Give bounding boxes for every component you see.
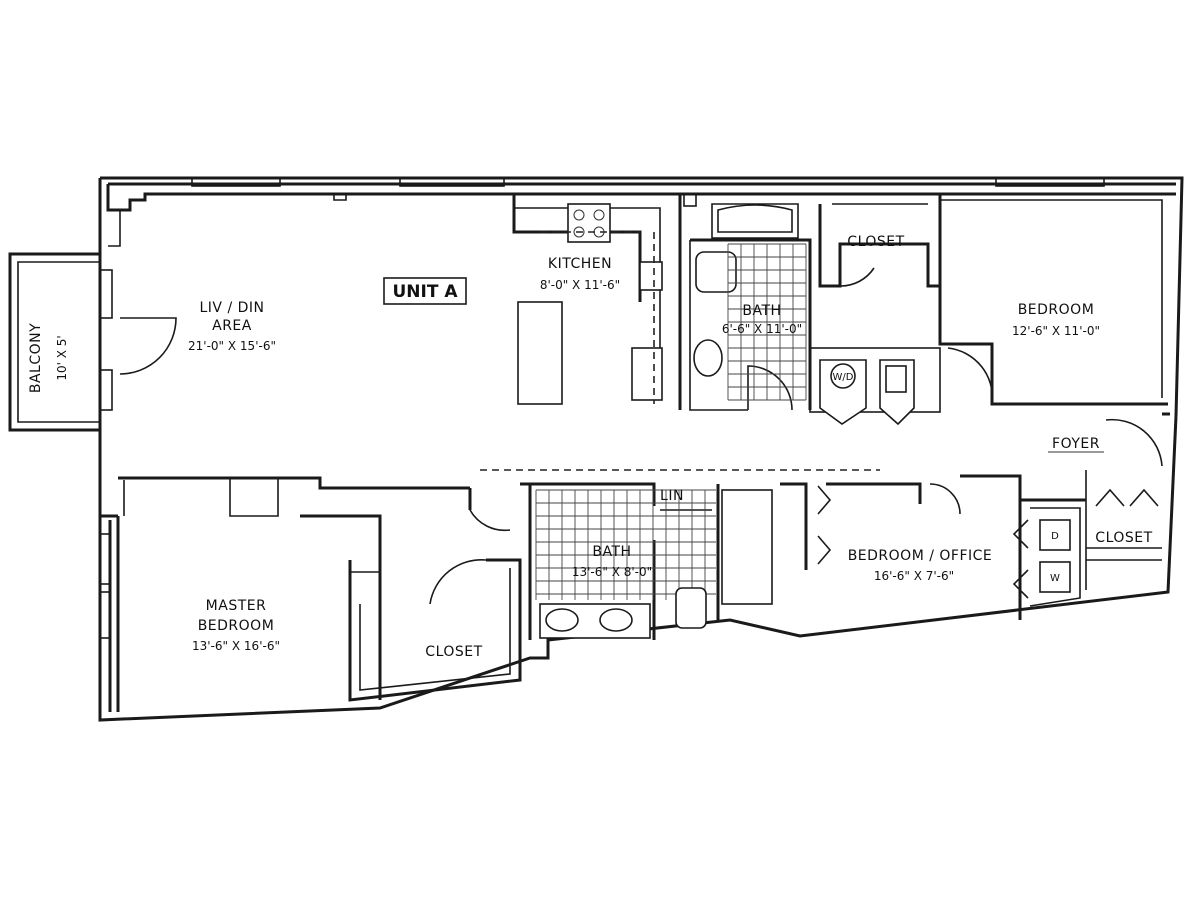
- bath2-label: BATH: [592, 544, 631, 560]
- kitchen-island-icon: [517, 301, 563, 405]
- stove-icon: [567, 203, 611, 243]
- bath2-sink-left-icon: [545, 608, 579, 632]
- foyer-label: FOYER: [1052, 436, 1100, 452]
- sink-icon: [639, 261, 663, 291]
- bathtub-icon: [711, 203, 799, 239]
- balcony-label: BALCONY: [28, 323, 44, 393]
- kitchen-label: KITCHEN: [548, 256, 612, 272]
- kitchen-dims: 8'-0" X 11'-6": [540, 278, 620, 292]
- plan-background: [0, 162, 1200, 736]
- bedroom-label: BEDROOM: [1018, 302, 1095, 318]
- living-dims: 21'-0" X 15'-6": [188, 339, 276, 353]
- bath1-label: BATH: [742, 303, 781, 319]
- bath2-toilet-icon: [675, 587, 707, 629]
- bedroom-office-dims: 16'-6" X 7'-6": [874, 569, 954, 583]
- linen-label: LIN: [660, 488, 684, 504]
- dryer-label: D: [1051, 531, 1059, 542]
- interior-walls: [108, 194, 1168, 712]
- balcony: [8, 252, 100, 432]
- windows: [99, 177, 1105, 639]
- washer-label: W: [1050, 573, 1060, 584]
- closet1-label: CLOSET: [847, 234, 904, 250]
- master-bedroom-dims: 13'-6" X 16'-6": [192, 639, 280, 653]
- bath1-fixtures: [693, 203, 807, 401]
- washer-dryer-label: W/D: [833, 372, 854, 383]
- washer-box-icon: [1039, 561, 1071, 593]
- master-bedroom-label-line1: MASTER: [206, 598, 267, 614]
- living-label-line2: AREA: [212, 318, 252, 334]
- closet-fixtures: [350, 485, 1159, 599]
- living-label-line1: LIV / DIN: [199, 300, 264, 316]
- unit-label: UNIT A: [392, 282, 458, 302]
- bath2-fixtures: [535, 489, 716, 639]
- bath1-dims: 6'-6" X 11'-0": [722, 322, 802, 336]
- kitchen-fixtures: [517, 193, 697, 405]
- refrigerator-icon: [631, 347, 663, 401]
- bath2-dims: 13'-6" X 8'-0": [572, 565, 652, 579]
- washer-drum-icon: [830, 363, 856, 389]
- bedroom-office-label: BEDROOM / OFFICE: [848, 548, 993, 564]
- bath1-sink-icon: [693, 339, 723, 377]
- closet2-label: CLOSET: [425, 644, 482, 660]
- toilet-icon: [695, 251, 737, 293]
- unit-label-box: [383, 277, 467, 305]
- bath2-sink-right-icon: [599, 608, 633, 632]
- washer-dryer: [819, 359, 915, 426]
- bedroom-dims: 12'-6" X 11'-0": [1012, 324, 1100, 338]
- balcony-dims: 10' X 5': [55, 335, 69, 380]
- closet3-label: CLOSET: [1095, 530, 1152, 546]
- master-bedroom-label-line2: BEDROOM: [198, 618, 275, 634]
- door-swings: [119, 267, 1163, 605]
- dryer-box-icon: [1039, 519, 1071, 551]
